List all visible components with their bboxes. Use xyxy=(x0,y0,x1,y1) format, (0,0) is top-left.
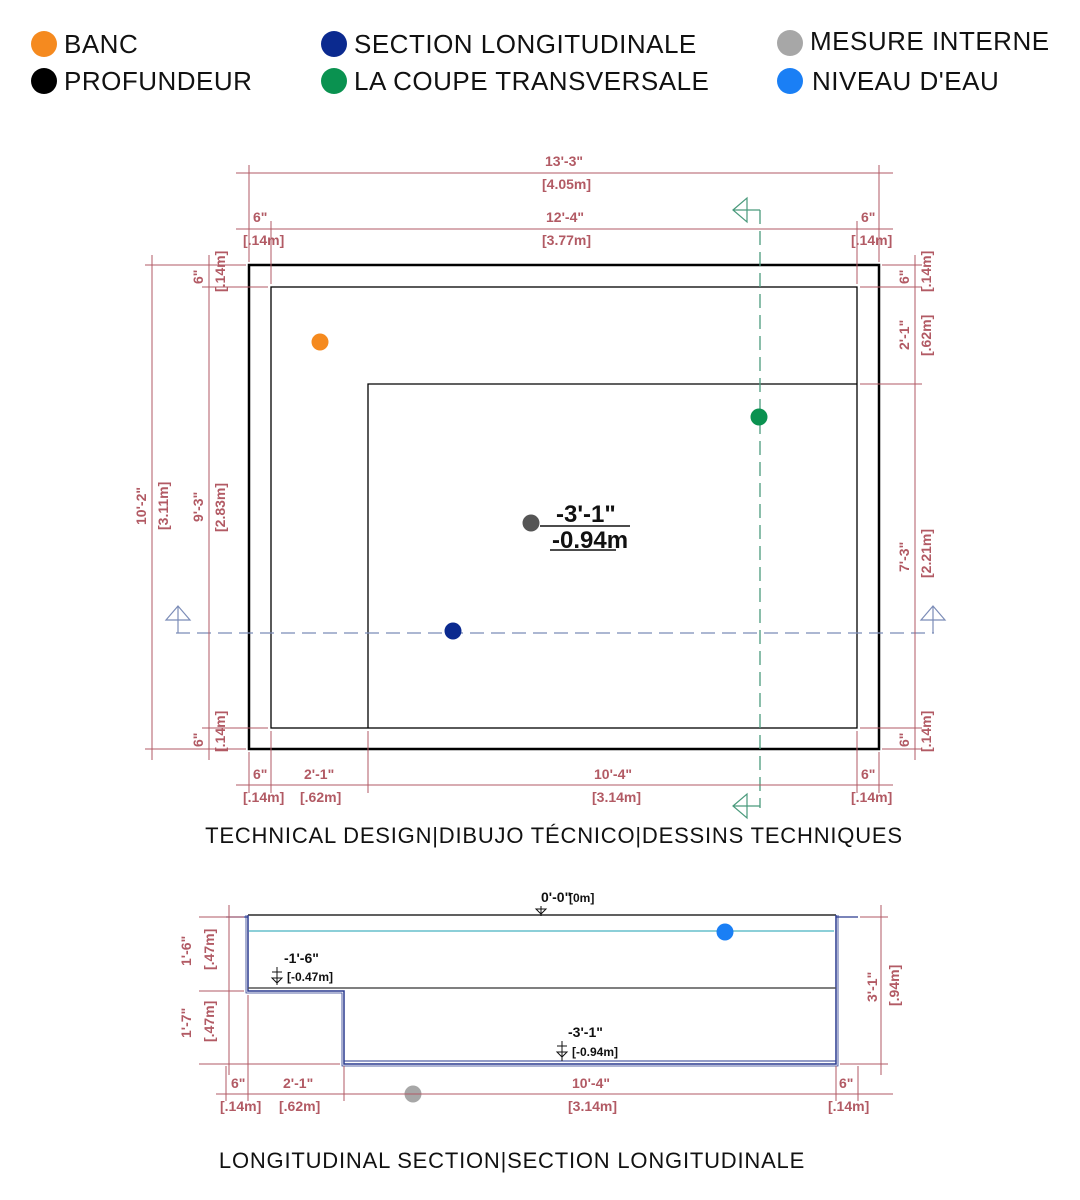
legend-dot-mesure-interne xyxy=(777,30,803,56)
plan-wall-left-top-imperial: 6" xyxy=(253,209,267,225)
section-caption: LONGITUDINAL SECTION|SECTION LONGITUDINA… xyxy=(219,1148,805,1173)
section-deep-level-metric: [-0.94m] xyxy=(572,1045,618,1059)
legend-dot-banc xyxy=(31,31,57,57)
legend-dot-niveau-eau xyxy=(777,68,803,94)
plan-wall-right-top-metric: [.14m] xyxy=(851,232,892,248)
marker-section-longitudinale xyxy=(444,622,462,640)
dimensions-left: 10'-2" [3.11m] 9'-3" [2.83m] 6" [.14m] 6… xyxy=(133,251,268,760)
legend-dot-profundeur xyxy=(31,68,57,94)
plan-caption: TECHNICAL DESIGN|DIBUJO TÉCNICO|DESSINS … xyxy=(205,823,903,848)
plan-wall-left-upper-imperial: 6" xyxy=(190,270,206,284)
section-deep-elevation: -3'-1" [-0.94m] xyxy=(555,1024,618,1061)
plan-wall-right-upper-metric: [.14m] xyxy=(918,251,934,292)
legend-dot-coupe-transversale xyxy=(321,68,347,94)
legend: BANC SECTION LONGITUDINALE MESURE INTERN… xyxy=(31,26,1050,96)
marker-profundeur xyxy=(522,514,540,532)
section-deep-level: -3'-1" xyxy=(568,1024,603,1040)
plan-wall-right-top-imperial: 6" xyxy=(861,209,875,225)
plan-bottom-deep-metric: [3.14m] xyxy=(592,789,641,805)
plan-wall-left-lower-imperial: 6" xyxy=(190,733,206,747)
section-left-upper-imperial: 1'-6" xyxy=(178,936,194,966)
section-top-level-metric: [0m] xyxy=(569,891,594,905)
marker-coupe-transversale xyxy=(750,408,768,426)
legend-dot-section-longitudinale xyxy=(321,31,347,57)
section-left-lower-imperial: 1'-7" xyxy=(178,1008,194,1038)
section-bottom-bench-metric: [.62m] xyxy=(279,1098,320,1114)
section-bottom-deep-imperial: 10'-4" xyxy=(572,1075,610,1091)
section-arrow-right-icon xyxy=(919,605,947,633)
legend-label-profundeur: PROFUNDEUR xyxy=(64,66,252,96)
section-right-total-metric: [.94m] xyxy=(886,965,902,1006)
plan-wall-left-top-metric: [.14m] xyxy=(243,232,284,248)
plan-bottom-wall-right-imperial: 6" xyxy=(861,766,875,782)
plan-overall-width-metric: [4.05m] xyxy=(542,176,591,192)
plan-bottom-bench-metric: [.62m] xyxy=(300,789,341,805)
plan-inner-width-metric: [3.77m] xyxy=(542,232,591,248)
section-top-level: 0'-0" xyxy=(541,889,571,905)
pool-outer-outline xyxy=(247,263,881,751)
plan-wall-left-upper-metric: [.14m] xyxy=(212,251,228,292)
plan-overall-width-imperial: 13'-3" xyxy=(545,153,583,169)
dimensions-top: 13'-3" [4.05m] 12'-4" [3.77m] 6" [.14m] … xyxy=(236,153,893,284)
section-left-lower-metric: [.47m] xyxy=(201,1001,217,1042)
plan-bench-depth-metric: [.62m] xyxy=(918,315,934,356)
elevation-marker-icon xyxy=(555,1051,569,1058)
marker-banc xyxy=(311,333,329,351)
plan-wall-right-lower-metric: [.14m] xyxy=(918,711,934,752)
section-top-elevation: 0'-0" [0m] xyxy=(534,889,594,916)
section-view: 0'-0" [0m] -1'-6" [-0.47m] -3'-1" [-0.94… xyxy=(178,889,902,1173)
deep-zone-outline xyxy=(367,383,857,728)
plan-wall-left-lower-metric: [.14m] xyxy=(212,711,228,752)
section-arrow-top-icon xyxy=(732,196,760,224)
legend-label-mesure-interne: MESURE INTERNE xyxy=(810,26,1050,56)
dimensions-bottom: 6" [.14m] 2'-1" [.62m] 10'-4" [3.14m] 6"… xyxy=(236,731,893,805)
section-pool-outline xyxy=(247,915,837,1065)
dimensions-right: 6" [.14m] 2'-1" [.62m] 7'-3" [2.21m] 6" … xyxy=(860,251,934,760)
section-pool-inner-outline xyxy=(245,915,839,1067)
plan-deep-height-imperial: 7'-3" xyxy=(896,542,912,572)
plan-bottom-deep-imperial: 10'-4" xyxy=(594,766,632,782)
plan-view: -3'-1" -0.94m 13'-3" [4.05m] 12'-4" [3.7… xyxy=(133,153,947,848)
plan-overall-height-imperial: 10'-2" xyxy=(133,487,149,525)
elevation-marker-icon xyxy=(534,908,548,915)
plan-wall-right-lower-imperial: 6" xyxy=(896,733,912,747)
section-dimensions-left: 1'-6" [.47m] 1'-7" [.47m] xyxy=(178,905,340,1075)
section-bottom-wall-right-imperial: 6" xyxy=(839,1075,853,1091)
section-arrow-bottom-icon xyxy=(732,792,760,820)
plan-bottom-wall-left-imperial: 6" xyxy=(253,766,267,782)
plan-overall-height-metric: [3.11m] xyxy=(155,482,171,530)
section-dimensions-right: 3'-1" [.94m] xyxy=(840,905,902,1075)
section-arrow-left-icon xyxy=(164,605,192,633)
section-bottom-wall-right-metric: [.14m] xyxy=(828,1098,869,1114)
pool-inner-outline xyxy=(270,286,858,729)
legend-label-niveau-eau: NIVEAU D'EAU xyxy=(812,66,999,96)
section-bench-level: -1'-6" xyxy=(284,950,319,966)
plan-bottom-wall-left-metric: [.14m] xyxy=(243,789,284,805)
plan-depth-imperial: -3'-1" xyxy=(556,501,616,528)
section-bench-elevation: -1'-6" [-0.47m] xyxy=(270,950,333,985)
section-dimensions-bottom: 6" [.14m] 2'-1" [.62m] 10'-4" [3.14m] 6"… xyxy=(216,995,893,1114)
plan-bottom-bench-imperial: 2'-1" xyxy=(304,766,334,782)
section-right-total-imperial: 3'-1" xyxy=(864,972,880,1002)
legend-label-coupe-transversale: LA COUPE TRANSVERSALE xyxy=(354,66,709,96)
plan-wall-right-upper-imperial: 6" xyxy=(896,270,912,284)
plan-bench-depth-imperial: 2'-1" xyxy=(896,320,912,350)
section-bench-level-metric: [-0.47m] xyxy=(287,970,333,984)
section-bottom-wall-left-metric: [.14m] xyxy=(220,1098,261,1114)
plan-inner-width-imperial: 12'-4" xyxy=(546,209,584,225)
section-bottom-wall-left-imperial: 6" xyxy=(231,1075,245,1091)
section-bottom-deep-metric: [3.14m] xyxy=(568,1098,617,1114)
legend-label-banc: BANC xyxy=(64,29,138,59)
section-left-upper-metric: [.47m] xyxy=(201,929,217,970)
legend-label-section-longitudinale: SECTION LONGITUDINALE xyxy=(354,29,697,59)
plan-deep-height-metric: [2.21m] xyxy=(918,529,934,578)
plan-bottom-wall-right-metric: [.14m] xyxy=(851,789,892,805)
plan-inner-height-imperial: 9'-3" xyxy=(190,492,206,522)
section-bottom-bench-imperial: 2'-1" xyxy=(283,1075,313,1091)
elevation-marker-icon xyxy=(270,977,284,984)
plan-inner-height-metric: [2.83m] xyxy=(212,483,228,532)
marker-niveau-eau xyxy=(716,923,734,941)
